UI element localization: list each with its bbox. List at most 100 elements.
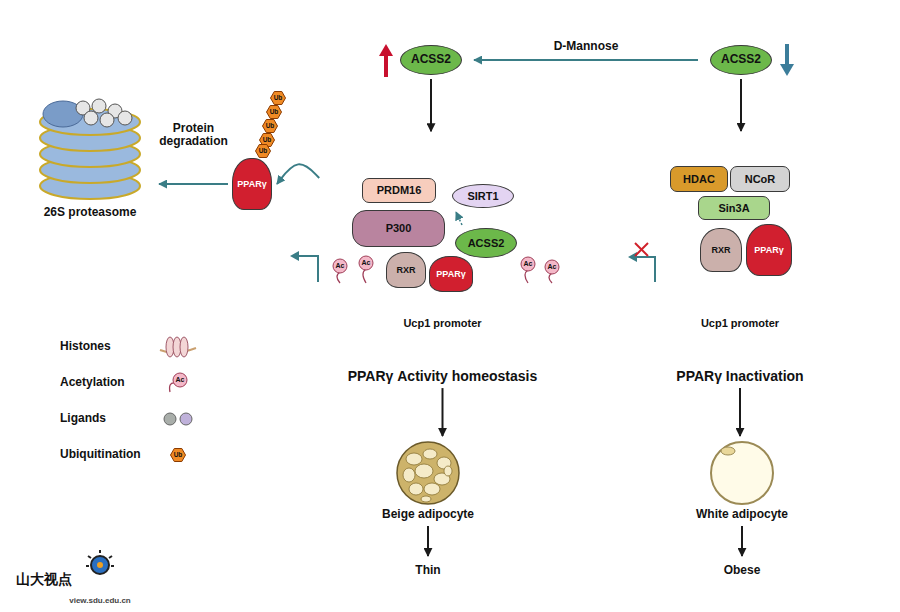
decor-shape [100, 113, 114, 127]
ubiquitin-label: Ub [174, 451, 183, 458]
decor-shape [780, 64, 794, 76]
promoter-circle: HDACNCoRSin3ARXRPPARγUcp1 promoterPPARγ … [600, 135, 880, 345]
promoter-circle: PRDM16SIRT1P300RXRPPARγACSS2Ucp1 promote… [295, 135, 590, 345]
node-label: Beige adipocyte [382, 508, 474, 522]
ligand-legend-icon [164, 413, 192, 425]
proteasome: 26S proteasome [25, 86, 155, 224]
decor-shape [378, 282, 387, 308]
decor-shape [839, 282, 848, 308]
decor-shape [357, 282, 366, 308]
decor-shape [109, 556, 112, 558]
outcome-text: Thin [398, 560, 458, 582]
node-label: 26S proteasome [44, 206, 137, 220]
decor-shape [321, 282, 330, 308]
decor-shape [513, 282, 522, 308]
decor-shape [406, 453, 422, 465]
connector-arrow [474, 59, 698, 61]
legend-text: Histones [60, 340, 111, 353]
acss2-protein: ACSS2 [400, 45, 462, 75]
node-label: Obese [724, 564, 761, 578]
decor-shape [787, 282, 796, 308]
node-label: HDAC [683, 173, 715, 186]
acss2-protein: ACSS2 [455, 228, 517, 258]
circle-ground [295, 135, 590, 345]
decor-shape [740, 282, 749, 308]
node-heading: PPARγ Inactivation [676, 368, 803, 384]
decor-shape [415, 245, 425, 255]
node-label: P300 [386, 222, 412, 235]
connector-arrow [427, 526, 429, 556]
watermark: view.sdu.edu.cn [69, 597, 131, 606]
ligand [363, 245, 425, 255]
decor-shape [635, 243, 648, 256]
ubiquitin-label: Ub [266, 122, 275, 129]
decor-shape [180, 337, 188, 357]
adipocyte-shape [682, 440, 802, 508]
decor-shape [456, 282, 465, 308]
node-label: SIRT1 [467, 190, 498, 203]
decor-shape [379, 44, 393, 56]
down-arrow [780, 44, 794, 76]
decor-shape [508, 282, 517, 308]
acetyl-label: Ac [524, 260, 533, 268]
decor-shape [298, 256, 318, 282]
node-label: PPARγ [237, 179, 266, 189]
decor-shape [688, 282, 697, 308]
decor-shape [785, 44, 789, 66]
decor-shape [399, 282, 408, 308]
node-label: PRDM16 [377, 184, 422, 197]
decor-shape [721, 447, 735, 455]
connector-arrow [739, 388, 741, 436]
decor-shape [331, 282, 340, 308]
edge-label: D-Mannose [541, 40, 631, 53]
decor-shape [662, 282, 671, 308]
decor-shape [352, 282, 361, 308]
sirt1-protein: SIRT1 [452, 184, 514, 208]
decor-shape [631, 282, 640, 308]
decor-shape [628, 252, 637, 262]
decor-shape [425, 282, 434, 308]
connector-arrow [159, 183, 228, 185]
ubiquitin-label: Ub [274, 94, 283, 101]
decor-shape [808, 282, 817, 308]
ubiquitin-badge [263, 120, 278, 133]
beige-adipocyte: Beige adipocyte [368, 440, 488, 522]
histone-row [626, 282, 853, 308]
blocked-transcription-arrow [628, 243, 655, 282]
decor-shape [404, 282, 413, 308]
decor-shape [792, 282, 801, 308]
decor-shape [730, 282, 739, 308]
edge-label: Protein degradation [154, 122, 234, 148]
proteasome-shape [25, 86, 155, 204]
hdac-protein: HDAC [670, 166, 728, 192]
decor-shape [539, 282, 548, 308]
ubiquitin-badge [171, 449, 186, 462]
decor-shape [326, 282, 335, 308]
decor-shape [714, 282, 723, 308]
acetyl-tail [525, 270, 528, 283]
acetyl-badge [545, 260, 559, 274]
decor-shape [766, 282, 775, 308]
decor-shape [383, 282, 392, 308]
decor-shape [704, 282, 713, 308]
decor-shape [97, 562, 103, 568]
acetyl-label: Ac [336, 262, 345, 270]
decor-shape [363, 245, 373, 255]
badges [170, 92, 559, 462]
decor-shape [657, 282, 666, 308]
node-label: Thin [415, 564, 440, 578]
decor-shape [118, 111, 132, 125]
connector-arrow [430, 79, 432, 131]
node-label: RXR [396, 265, 415, 275]
legend-text: Ubiquitination [60, 448, 141, 461]
legend-text: Ligands [60, 412, 106, 425]
connector-arrow [741, 526, 743, 556]
acetyl-badge [173, 373, 187, 387]
decor-shape [482, 282, 491, 308]
node-label: ACSS2 [721, 53, 761, 67]
node-label: Ucp1 promoter [403, 317, 481, 330]
acss2-protein: ACSS2 [710, 45, 772, 75]
acetyl-tail [337, 272, 340, 283]
decor-shape [99, 550, 101, 553]
